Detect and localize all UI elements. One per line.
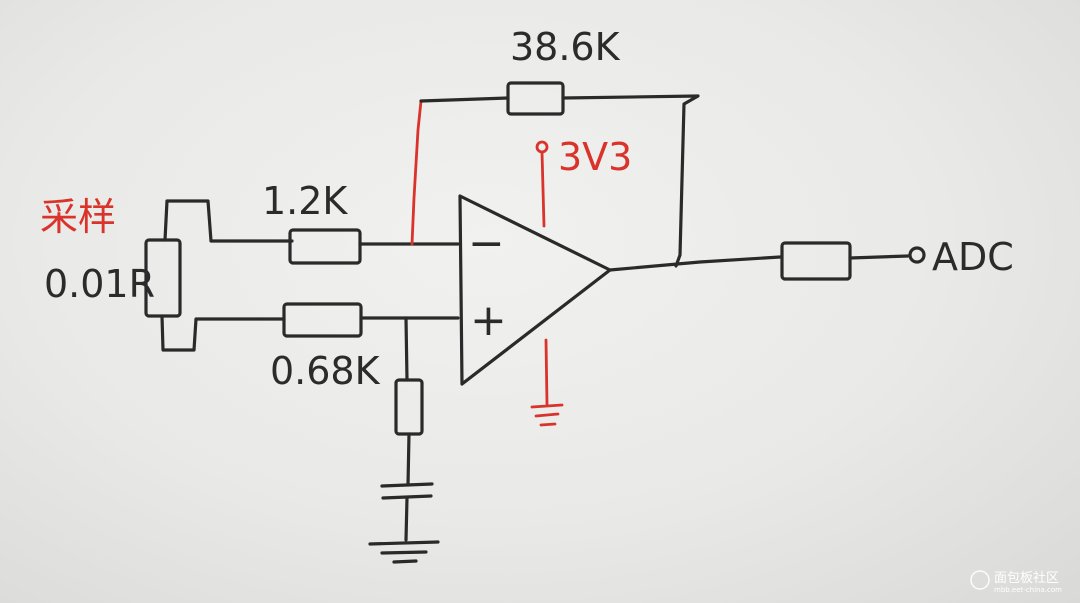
ground-symbol-icon — [368, 540, 440, 564]
shunt-top-lead — [163, 199, 294, 243]
feedback-resistor-label: 38.6K — [510, 25, 621, 69]
supply-terminal-icon — [535, 140, 549, 154]
filter-wire-top — [404, 316, 409, 382]
input-resistor-top-label: 1.2K — [262, 179, 348, 223]
plus-input-sign: + — [470, 295, 507, 346]
input-resistor-top — [288, 228, 362, 265]
filter-capacitor-icon — [380, 482, 434, 500]
input-resistor-bottom-label: 0.68K — [270, 349, 381, 393]
watermark: 面包板社区 mbb.eet-china.com — [970, 570, 1062, 594]
output-wire — [608, 255, 782, 272]
sense-value-label: 0.01R — [44, 262, 155, 306]
filter-wire-mid — [406, 432, 411, 487]
ground-wire-red — [544, 338, 549, 406]
watermark-text: 面包板社区 — [994, 570, 1059, 586]
filter-resistor — [394, 378, 424, 436]
feedback-wire-left — [419, 96, 510, 103]
feedback-resistor — [506, 81, 565, 116]
adc-label: ADC — [932, 235, 1014, 279]
feedback-wire-right — [561, 94, 700, 268]
feedback-left-vertical — [410, 99, 423, 246]
output-wire-right — [848, 254, 910, 260]
watermark-logo-icon — [970, 570, 990, 590]
minus-input-sign: − — [468, 218, 505, 269]
filter-wire-low — [404, 496, 409, 542]
watermark-sub: mbb.eet-china.com — [994, 586, 1062, 594]
ground-symbol-red-icon — [530, 403, 564, 427]
supply-label: 3V3 — [558, 135, 632, 179]
shunt-bottom-lead — [160, 314, 286, 352]
sense-label-cn: 采样 — [40, 195, 116, 239]
supply-wire — [540, 150, 546, 228]
input-resistor-bottom — [282, 302, 363, 338]
op-amp-triangle — [458, 194, 612, 386]
adc-terminal-icon — [908, 246, 926, 264]
output-resistor — [780, 241, 852, 281]
